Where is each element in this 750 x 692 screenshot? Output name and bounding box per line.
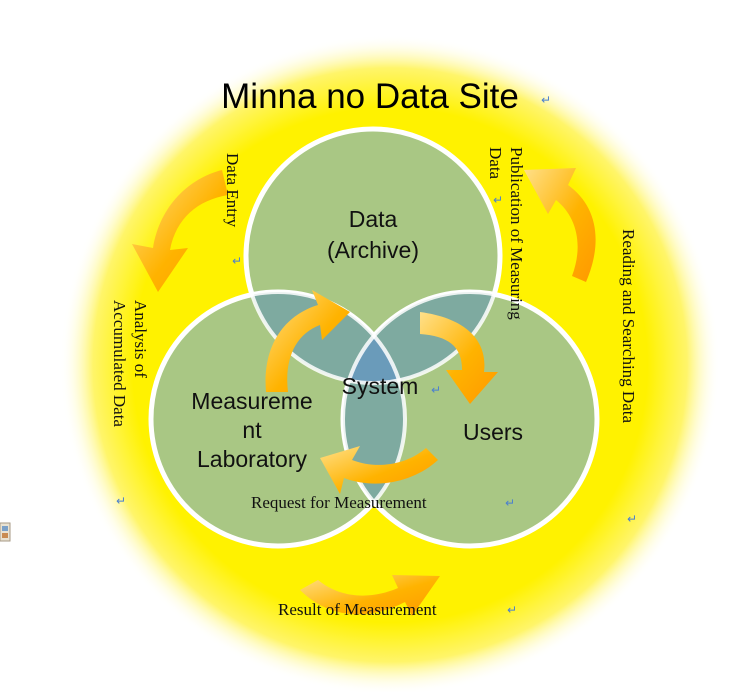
return-mark-icon: ↵ <box>431 383 441 397</box>
reading-searching-label: Reading and Searching Data <box>619 229 638 423</box>
return-mark-icon: ↵ <box>493 193 503 207</box>
analysis-label-line1: Analysis of <box>131 300 150 378</box>
data-archive-circle-outline <box>244 127 502 385</box>
reading-searching-curved-arrow-icon <box>524 168 596 282</box>
return-mark-icon: ↵ <box>505 496 515 510</box>
overlap-data-users <box>343 292 500 383</box>
users-circle-label: Users <box>463 419 523 445</box>
return-mark-icon: ↵ <box>627 512 637 526</box>
request-for-measurement-label: Request for Measurement <box>251 493 427 512</box>
overlap-data-laboratory <box>246 292 405 383</box>
result-curved-arrow-icon <box>300 575 440 616</box>
system-center-label: System <box>342 373 419 399</box>
laboratory-circle-label-line3: Laboratory <box>197 446 307 472</box>
return-mark-icon: ↵ <box>541 93 551 107</box>
publication-label-line2: Data <box>486 147 505 180</box>
data-entry-label: Data Entry <box>223 153 242 228</box>
return-mark-icon: ↵ <box>232 254 242 268</box>
data-circle-label-line2: (Archive) <box>327 237 419 263</box>
users-circle-outline <box>341 290 599 548</box>
result-of-measurement-label: Result of Measurement <box>278 600 437 619</box>
users-to-laboratory-curved-arrow-icon <box>320 446 438 494</box>
laboratory-to-data-curved-arrow-icon <box>265 290 350 392</box>
broken-image-icon <box>0 522 11 542</box>
data-to-users-curved-arrow-icon <box>420 312 498 404</box>
diagram-title: Minna no Data Site <box>221 77 519 116</box>
return-mark-icon: ↵ <box>116 494 126 508</box>
laboratory-circle-label-line1: Measureme <box>191 388 312 414</box>
publication-label-line1: Publication of Measuring <box>507 147 526 320</box>
analysis-label-line2: Accumulated Data <box>110 300 129 427</box>
data-circle-label-line1: Data <box>349 206 398 232</box>
measurement-laboratory-circle-outline <box>149 290 407 548</box>
return-mark-icon: ↵ <box>507 603 517 617</box>
data-entry-curved-arrow-icon <box>132 170 228 292</box>
laboratory-circle-label-line2: nt <box>242 417 262 443</box>
